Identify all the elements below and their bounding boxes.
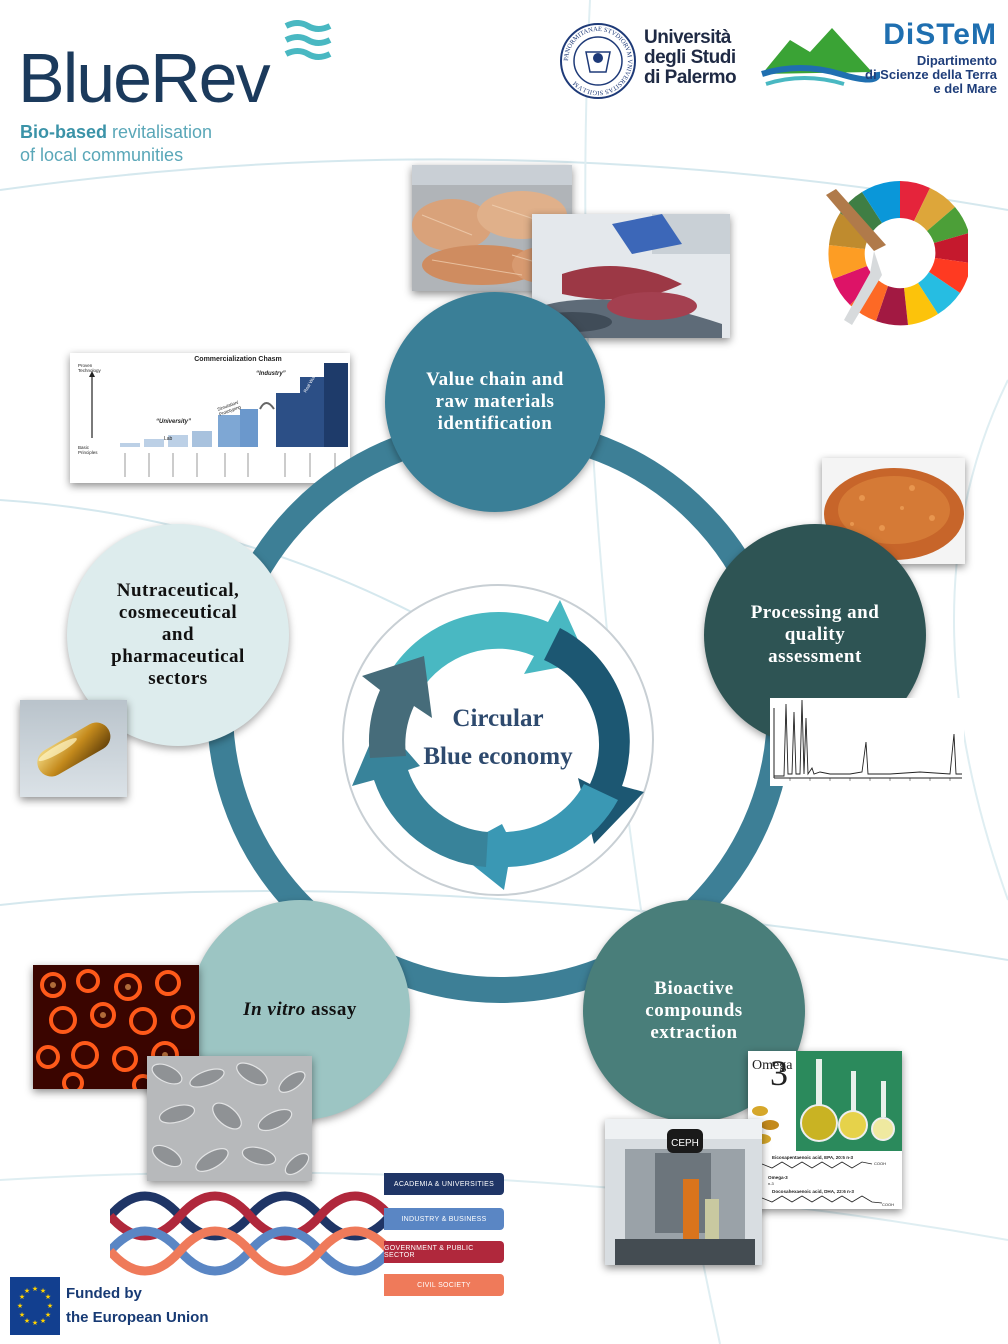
brand-name: BlueRev bbox=[18, 39, 271, 117]
circular-economy-wheel bbox=[342, 584, 654, 896]
epa-label: Eicosapentaenoic acid, EPA, 20:5 n-3 bbox=[772, 1155, 854, 1160]
stakeholder-academia: ACADEMIA & UNIVERSITIES bbox=[384, 1173, 504, 1195]
brand-tagline-line2: of local communities bbox=[20, 145, 184, 165]
omega-label: Omega-3 bbox=[768, 1175, 788, 1180]
omega-sub: n-3 bbox=[768, 1181, 775, 1186]
svg-text:★: ★ bbox=[40, 1317, 46, 1325]
dha-cooh: COOH bbox=[882, 1202, 894, 1207]
funding-line1: Funded by bbox=[66, 1285, 142, 1302]
svg-text:★: ★ bbox=[17, 1302, 23, 1310]
department-line1: Dipartimento bbox=[916, 53, 997, 68]
svg-text:★: ★ bbox=[45, 1311, 51, 1319]
omega-number: 3 bbox=[770, 1053, 788, 1093]
node-in-vitro-label: In vitro assay bbox=[243, 999, 357, 1021]
svg-text:★: ★ bbox=[19, 1293, 25, 1301]
department-name: DiSTeM bbox=[883, 18, 997, 51]
dha-label: Docosahexaenoic acid, DHA, 22:6 n-3 bbox=[772, 1189, 854, 1194]
trl-label-lab: Lab bbox=[164, 436, 173, 442]
svg-text:★: ★ bbox=[32, 1285, 38, 1293]
svg-text:★: ★ bbox=[19, 1311, 25, 1319]
svg-text:★: ★ bbox=[24, 1317, 30, 1325]
omega-capsule-photo bbox=[20, 700, 127, 797]
node-value-chain: Value chain and raw materials identifica… bbox=[385, 292, 605, 512]
cell-culture-photo bbox=[147, 1056, 312, 1181]
node-value-chain-label: Value chain and raw materials identifica… bbox=[426, 369, 564, 434]
svg-text:★: ★ bbox=[45, 1293, 51, 1301]
funding-line2: the European Union bbox=[66, 1309, 209, 1326]
node-bioactive-label: Bioactive compounds extraction bbox=[645, 978, 743, 1043]
node-nutraceutical-label: Nutraceutical, cosmeceutical and pharmac… bbox=[111, 580, 245, 689]
eu-flag-icon: ★★★★ ★★★★ ★★★★ bbox=[10, 1277, 60, 1335]
node-nutraceutical: Nutraceutical, cosmeceutical and pharmac… bbox=[67, 524, 289, 746]
bluerev-logo: BlueRev Bio-based revitalisation of loca… bbox=[18, 18, 348, 178]
in-vitro-rest: assay bbox=[305, 999, 357, 1020]
instrument-label: CEPH bbox=[671, 1138, 699, 1149]
svg-text:★: ★ bbox=[47, 1302, 53, 1310]
svg-text:★: ★ bbox=[32, 1319, 38, 1327]
stakeholder-government: GOVERNMENT & PUBLIC SECTOR bbox=[384, 1241, 504, 1263]
extraction-instrument-photo: CEPH bbox=[605, 1119, 762, 1265]
quadruple-helix-graphic bbox=[110, 1191, 390, 1276]
university-seal-icon: PANORMITANAE STVDIORVM VNIVERSITAS SIGIL… bbox=[560, 23, 636, 99]
university-logo: PANORMITANAE STVDIORVM VNIVERSITAS SIGIL… bbox=[558, 22, 758, 100]
center-title: Circular Blue economy bbox=[423, 705, 573, 770]
omega3-panel: Omega 3 Eicosapentaenoic acid, EPA, 20:5… bbox=[748, 1051, 902, 1209]
university-name-line2: degli Studi bbox=[644, 47, 736, 68]
stakeholder-civil-society: CIVIL SOCIETY bbox=[384, 1274, 504, 1296]
sdg-wheel-icon bbox=[826, 181, 968, 326]
university-name-line1: Università bbox=[644, 27, 731, 48]
tagline-rest: revitalisation bbox=[107, 122, 213, 142]
omega-title: Omega bbox=[752, 1058, 793, 1073]
svg-text:★: ★ bbox=[40, 1287, 46, 1295]
trl-label-university: “University” bbox=[156, 419, 191, 425]
svg-text:★: ★ bbox=[24, 1287, 30, 1295]
node-processing-label: Processing and quality assessment bbox=[750, 602, 880, 667]
department-logo: DiSTeM Dipartimento di Scienze della Ter… bbox=[760, 18, 1005, 103]
tagline-bold: Bio-based bbox=[20, 122, 108, 142]
chromatogram-image bbox=[770, 698, 964, 786]
department-line3: e del Mare bbox=[933, 81, 997, 96]
department-line2: di Scienze della Terra bbox=[865, 67, 997, 82]
trl-title: Commercialization Chasm bbox=[194, 356, 282, 363]
stakeholder-industry: INDUSTRY & BUSINESS bbox=[384, 1208, 504, 1230]
university-name-line3: di Palermo bbox=[644, 67, 737, 88]
in-vitro-italic: In vitro bbox=[243, 999, 306, 1020]
trl-label-industry: “Industry” bbox=[256, 371, 286, 377]
mountain-wave-icon bbox=[761, 28, 880, 86]
wave-logo-icon bbox=[284, 20, 332, 60]
epa-cooh: COOH bbox=[874, 1161, 886, 1166]
brand-tagline: Bio-based revitalisation bbox=[20, 122, 212, 143]
